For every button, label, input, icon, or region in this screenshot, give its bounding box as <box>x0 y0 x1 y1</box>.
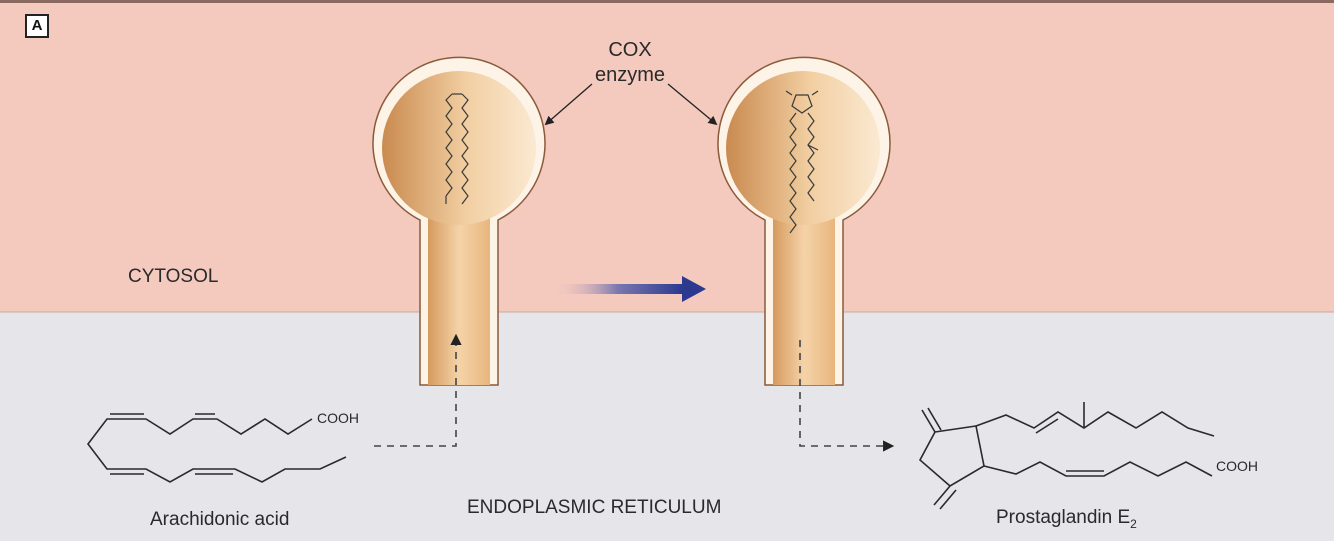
prostaglandin-e2-label: Prostaglandin E2 <box>996 507 1137 531</box>
reaction-arrow <box>553 276 706 302</box>
cox-enzyme-right <box>717 56 891 386</box>
cooh-label-right: COOH <box>1216 458 1258 474</box>
cox-pointer-right <box>667 83 718 126</box>
cox-enzyme-label: COX enzyme <box>560 38 700 88</box>
er-label: ENDOPLASMIC RETICULUM <box>467 497 722 518</box>
panel-label: A <box>25 14 49 38</box>
bound-prostaglandin <box>785 90 819 234</box>
cox-enzyme-left <box>372 56 546 386</box>
bound-arachidonic-acid <box>445 93 469 205</box>
arachidonic-acid-label: Arachidonic acid <box>150 509 290 530</box>
er-region <box>0 312 1334 541</box>
cox-label-line1: COX <box>608 39 652 61</box>
substrate-entry-arrow <box>374 333 462 447</box>
cytosol-label: CYTOSOL <box>128 266 219 287</box>
arachidonic-acid-structure <box>86 413 347 483</box>
product-exit-arrow <box>799 340 895 452</box>
cox-label-line2: enzyme <box>594 64 666 86</box>
prostaglandin-e2-structure <box>918 402 1215 510</box>
cooh-label-left: COOH <box>317 410 359 426</box>
cox-pointer-left <box>544 83 593 126</box>
prostaglandin-label-sub: 2 <box>1130 516 1137 531</box>
cytosol-region <box>0 0 1334 312</box>
prostaglandin-label-main: Prostaglandin E <box>996 507 1131 528</box>
